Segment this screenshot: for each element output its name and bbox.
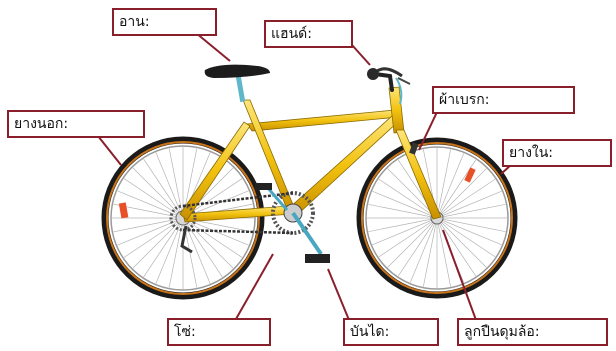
leader-outer-tire [98, 136, 121, 165]
spoke [437, 218, 486, 267]
crank-arm [293, 213, 321, 254]
seat-post [236, 76, 245, 102]
leader-saddle [196, 33, 230, 61]
spoke [437, 169, 486, 218]
spoke [133, 168, 183, 218]
label-pedal: บันได: [343, 318, 439, 346]
pedal-rear [255, 183, 272, 190]
label-handlebar: แฮนด์: [264, 20, 353, 48]
label-brake-pad: ผ้าเบรก: [432, 86, 575, 114]
leader-hub-bearing [443, 230, 476, 320]
leader-handlebar [352, 45, 370, 65]
seat-stay [180, 122, 250, 220]
chain-stay [183, 206, 292, 222]
top-tube [247, 110, 399, 131]
label-chain: โซ่: [167, 318, 271, 346]
spoke [388, 218, 437, 267]
label-saddle: อาน: [112, 8, 217, 36]
saddle-shape [205, 65, 270, 78]
leader-lines [98, 33, 512, 320]
label-hub-bearing: ลูกปืนดุมล้อ: [457, 318, 608, 346]
rear-reflector [119, 202, 128, 218]
pedal-shape [305, 254, 330, 263]
label-outer-tire: ยางนอก: [7, 110, 145, 138]
leader-pedal [328, 269, 349, 320]
label-inner-tube: ยางใน: [502, 139, 612, 167]
handlebar-grip [367, 68, 379, 80]
leader-chain [236, 254, 273, 319]
